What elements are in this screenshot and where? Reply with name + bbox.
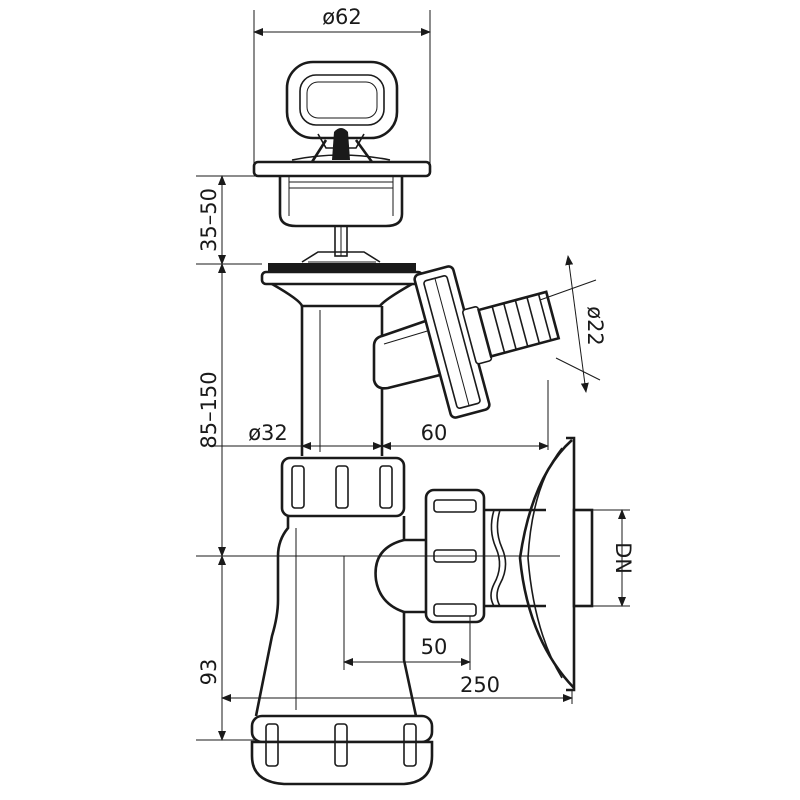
wall-rosette	[518, 436, 594, 692]
dim-height-adjust: 35–50	[197, 175, 226, 265]
vertical-pipe	[300, 306, 384, 456]
sink-flange	[260, 251, 424, 308]
outlet-pipe	[484, 508, 546, 608]
dim-offset-overflow: 60	[381, 380, 549, 450]
label-length-total: 250	[460, 673, 500, 697]
trap-body	[254, 516, 430, 717]
dim-length-total: 250	[221, 673, 573, 704]
label-height-adjust: 35–50	[197, 188, 221, 252]
bottom-nut	[250, 714, 434, 786]
dim-diameter-top: ø62	[253, 5, 431, 166]
strainer-cup	[252, 154, 432, 257]
label-offset-outlet: 50	[421, 635, 448, 659]
label-height-trap: 93	[197, 659, 221, 686]
overflow-connector	[372, 265, 561, 419]
label-height-body: 85–150	[197, 371, 221, 448]
dim-offset-outlet: 50	[343, 556, 471, 670]
dim-outlet: DN	[592, 509, 635, 607]
plug-handle	[285, 60, 399, 163]
dim-diameter-pipe: ø32	[248, 421, 383, 450]
dim-diameter-hose: ø22	[539, 255, 607, 393]
trap-nut	[280, 456, 406, 518]
label-diameter-pipe: ø32	[248, 421, 288, 445]
label-outlet: DN	[611, 542, 635, 574]
dim-height-trap: 93	[197, 555, 226, 741]
label-offset-overflow: 60	[421, 421, 448, 445]
label-diameter-top: ø62	[322, 5, 362, 29]
label-diameter-hose: ø22	[583, 306, 607, 346]
dim-height-body: 85–150	[197, 263, 226, 557]
